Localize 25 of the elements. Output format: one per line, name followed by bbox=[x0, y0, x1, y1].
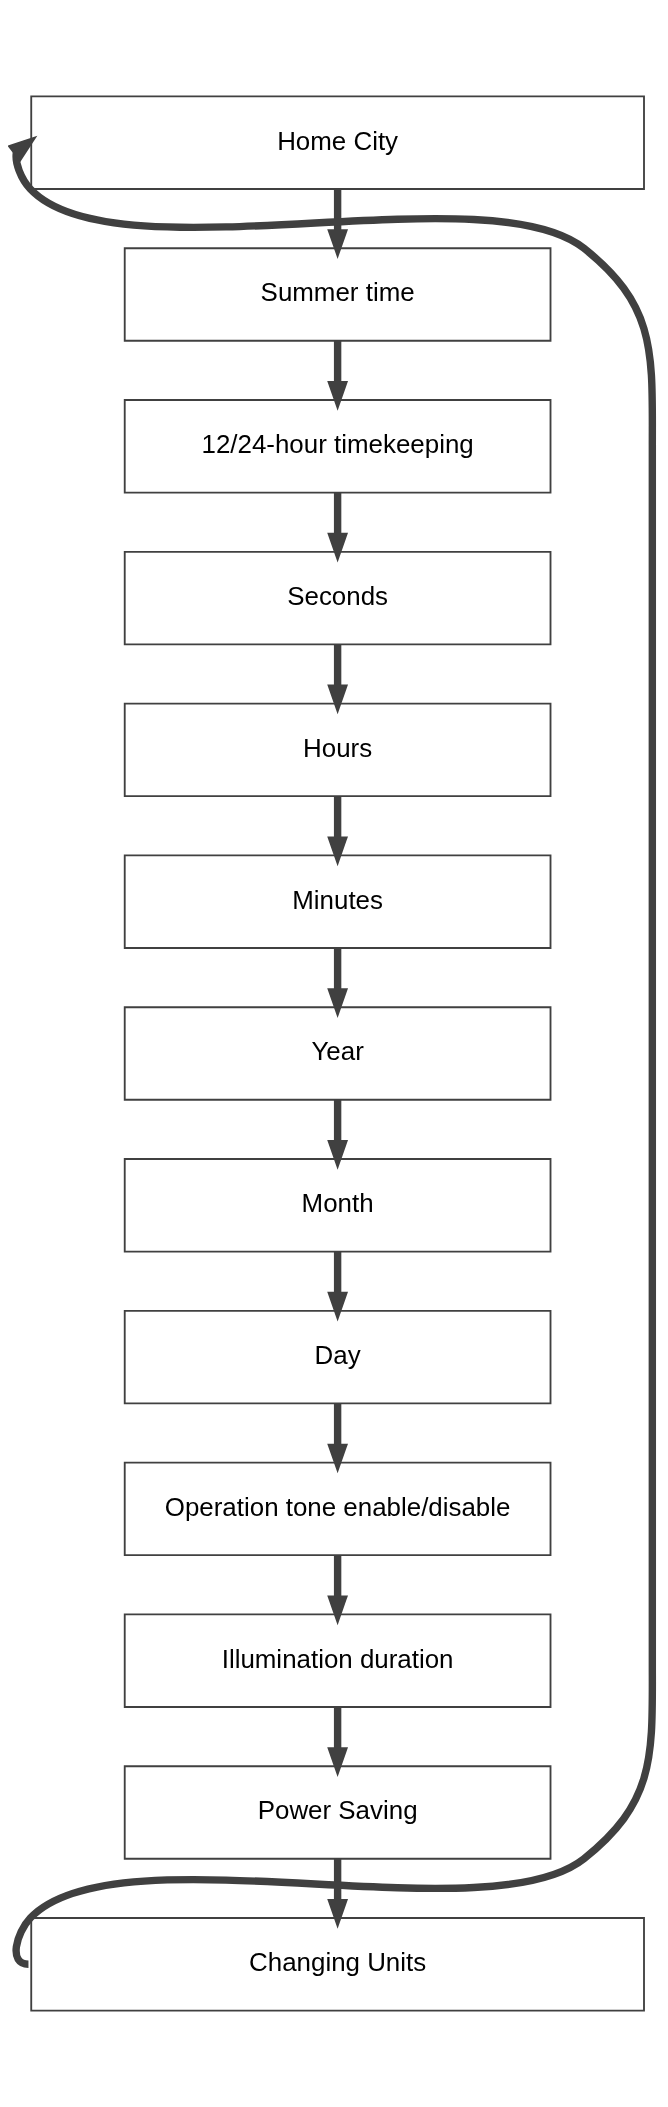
node-box: Month bbox=[123, 1158, 552, 1253]
arrow bbox=[327, 340, 348, 411]
arrow bbox=[327, 644, 348, 715]
arrow bbox=[327, 188, 348, 259]
node-box: Hours bbox=[123, 702, 552, 798]
arrow bbox=[327, 1099, 348, 1170]
arrow bbox=[327, 1707, 348, 1777]
node-box: 12/24-hour timekeeping bbox=[123, 399, 552, 494]
node-box: Illumination duration bbox=[123, 1613, 552, 1708]
node-box: Changing Units bbox=[30, 1917, 645, 2012]
arrow bbox=[327, 1403, 348, 1474]
arrow bbox=[327, 492, 348, 563]
arrow bbox=[327, 796, 348, 867]
node-box: Operation tone enable/disable bbox=[123, 1461, 552, 1557]
node-box: Power Saving bbox=[123, 1765, 552, 1860]
node-box: Minutes bbox=[123, 854, 552, 949]
node-box: Summer time bbox=[123, 247, 552, 342]
node-box: Day bbox=[123, 1309, 552, 1405]
arrow bbox=[327, 1555, 348, 1626]
arrow bbox=[327, 948, 348, 1018]
node-box: Seconds bbox=[123, 550, 552, 646]
arrow bbox=[327, 1858, 348, 1929]
arrow bbox=[327, 1251, 348, 1322]
node-box: Home City bbox=[30, 95, 645, 190]
node-box: Year bbox=[123, 1006, 552, 1101]
